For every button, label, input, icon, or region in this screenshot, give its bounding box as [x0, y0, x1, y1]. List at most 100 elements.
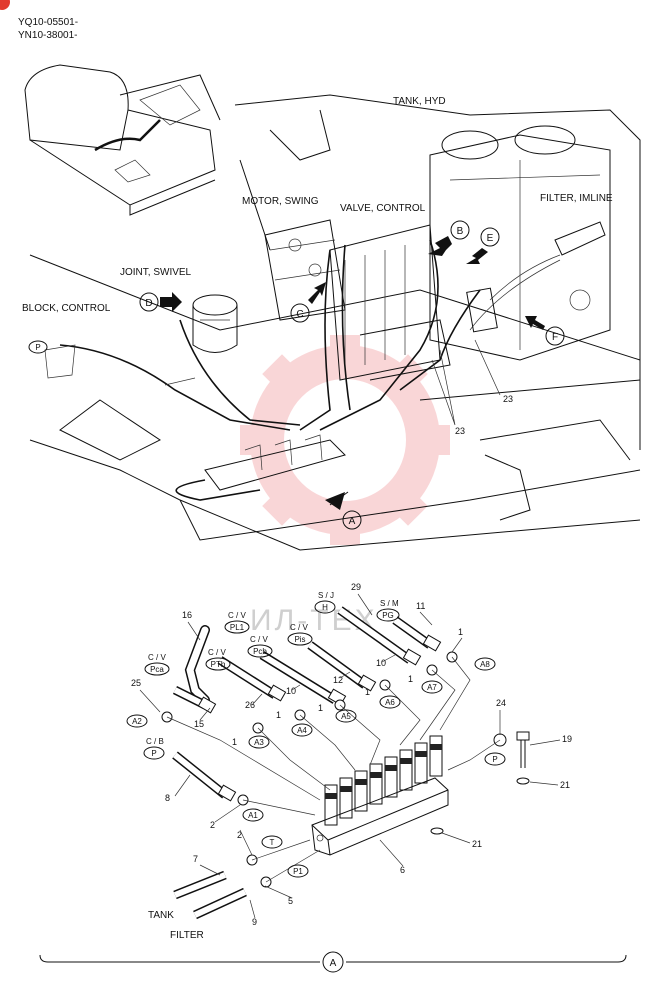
- serial-range-2: YN10-38001-: [18, 30, 77, 41]
- svg-text:P: P: [151, 749, 156, 758]
- port-tag-h: H: [314, 600, 336, 614]
- part-number-9: 9: [252, 917, 257, 927]
- svg-text:Pca: Pca: [150, 665, 164, 674]
- part-number-25: 25: [131, 678, 141, 688]
- part-number-21a: 21: [560, 780, 570, 790]
- label-filter: FILTER: [170, 930, 204, 941]
- svg-text:P1: P1: [293, 867, 303, 876]
- header-cv-pca: C / V: [148, 653, 166, 662]
- callout-e: E: [466, 227, 500, 264]
- port-tag-pg: PG: [376, 608, 400, 622]
- header-sm: S / M: [380, 599, 399, 608]
- label-valve-control: VALVE, CONTROL: [340, 203, 426, 214]
- svg-text:A5: A5: [341, 712, 351, 721]
- svg-text:A1: A1: [248, 811, 258, 820]
- port-tag-pcb: Pcb: [247, 644, 273, 658]
- part-numbers: 16 25 15 26 10 12 10 29 11 1 1 1 1 1 1 8…: [131, 582, 572, 927]
- svg-text:A8: A8: [480, 660, 490, 669]
- port-tag-a1: A1: [242, 808, 264, 822]
- port-tag-a5: A5: [335, 709, 357, 723]
- bolt-19: [516, 731, 530, 768]
- part-number-6: 6: [400, 865, 405, 875]
- port-tag-pis: Pis: [287, 632, 313, 646]
- part-number-15: 15: [194, 719, 204, 729]
- callout-b: B: [428, 220, 470, 256]
- port-tag-p-right: P: [484, 752, 506, 766]
- svg-text:E: E: [487, 233, 494, 244]
- svg-text:A3: A3: [254, 738, 264, 747]
- port-tag-a7: A7: [421, 680, 443, 694]
- svg-text:H: H: [322, 603, 328, 612]
- port-tag-a4: A4: [291, 723, 313, 737]
- part-number-5: 5: [288, 896, 293, 906]
- svg-text:A4: A4: [297, 726, 307, 735]
- svg-text:A2: A2: [132, 717, 142, 726]
- callout-a-top: A: [325, 491, 362, 530]
- part-number-1f: 1: [232, 737, 237, 747]
- serial-range-1: YQ10-05501-: [18, 17, 78, 28]
- svg-text:C: C: [296, 309, 303, 320]
- fittings: [161, 634, 530, 888]
- callout-f: F: [525, 316, 565, 346]
- callout-c: C: [290, 282, 326, 323]
- part-number-1c: 1: [365, 687, 370, 697]
- label-joint-swivel: JOINT, SWIVEL: [120, 267, 192, 278]
- header-cv-pis: C / V: [290, 623, 308, 632]
- svg-text:D: D: [145, 298, 152, 309]
- header-cv-ptb: C / V: [208, 648, 226, 657]
- svg-text:PTb: PTb: [211, 660, 226, 669]
- part-number-21b: 21: [472, 839, 482, 849]
- part-number-23b: 23: [455, 426, 465, 436]
- part-number-26: 26: [245, 700, 255, 710]
- part-number-10b: 10: [376, 658, 386, 668]
- bottom-callout-a: A: [330, 958, 337, 969]
- corner-marker: [0, 0, 10, 10]
- part-number-1a: 1: [458, 627, 463, 637]
- port-tag-p-cb: P: [143, 746, 165, 760]
- svg-text:P: P: [492, 755, 497, 764]
- label-filter-imline: FILTER, IMLINE: [540, 193, 613, 204]
- svg-text:F: F: [552, 332, 558, 343]
- part-number-7: 7: [193, 854, 198, 864]
- header-sj: S / J: [318, 591, 334, 600]
- port-tags: PL1 Pcb Pis PTb Pca H PG P P T P1 A1 A2 …: [126, 600, 506, 878]
- svg-text:P: P: [35, 343, 40, 352]
- label-motor-swing: MOTOR, SWING: [242, 196, 319, 207]
- port-tag-ptb: PTb: [205, 657, 231, 671]
- callout-d: D: [139, 292, 182, 312]
- port-tag-t: T: [261, 835, 283, 849]
- svg-text:T: T: [270, 838, 275, 847]
- part-number-1b: 1: [408, 674, 413, 684]
- part-number-8: 8: [165, 793, 170, 803]
- svg-text:Pcb: Pcb: [253, 647, 267, 656]
- svg-text:A6: A6: [385, 698, 395, 707]
- part-number-2a: 2: [210, 820, 215, 830]
- part-number-11: 11: [416, 601, 425, 611]
- svg-text:PL1: PL1: [230, 623, 245, 632]
- port-tag-a8: A8: [474, 657, 496, 671]
- leader-lines: [139, 593, 561, 919]
- part-number-12: 12: [333, 675, 343, 685]
- port-tag-a2: A2: [126, 714, 148, 728]
- detail-a-bracket: A: [39, 951, 627, 973]
- machine-overview-drawing: A B C D E F P: [24, 64, 641, 551]
- port-tag-p1: P1: [287, 864, 309, 878]
- svg-text:A7: A7: [427, 683, 437, 692]
- header-cb: C / B: [146, 737, 164, 746]
- port-tag-a3: A3: [248, 735, 270, 749]
- svg-text:A: A: [349, 516, 356, 527]
- port-tag-pca: Pca: [144, 662, 170, 676]
- leader-23: [431, 339, 501, 426]
- solenoid-valve-stack: [324, 735, 443, 826]
- header-cv-pcb: C / V: [250, 635, 268, 644]
- part-number-1d: 1: [318, 703, 323, 713]
- header-cv-pl1: C / V: [228, 611, 246, 620]
- svg-text:B: B: [457, 226, 464, 237]
- svg-text:Pis: Pis: [294, 635, 305, 644]
- port-tag-pl1: PL1: [224, 620, 250, 634]
- part-number-19: 19: [562, 734, 572, 744]
- part-number-16: 16: [182, 610, 192, 620]
- part-number-2b: 2: [237, 830, 242, 840]
